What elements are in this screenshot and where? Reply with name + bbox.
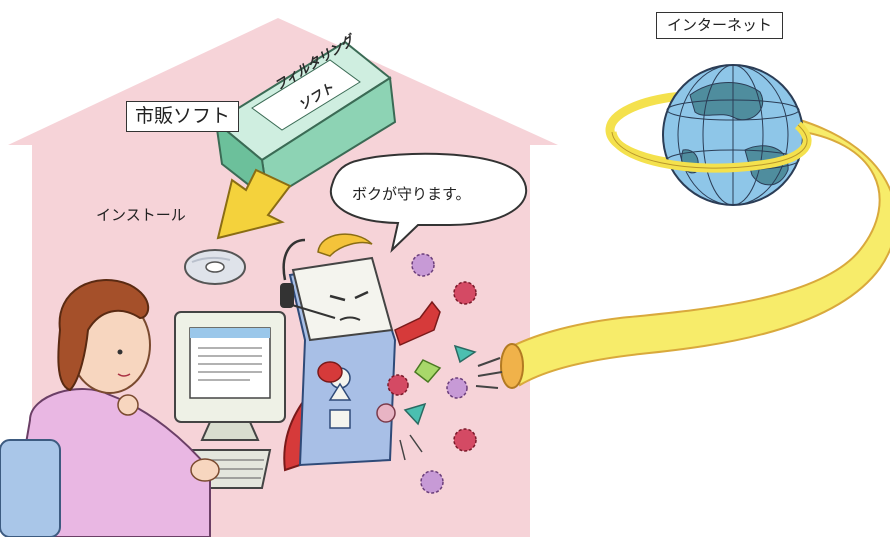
virus-icon bbox=[387, 374, 409, 396]
commercial-software-label: 市販ソフト bbox=[126, 101, 240, 132]
virus-icon bbox=[453, 428, 477, 452]
virus-icon bbox=[453, 281, 477, 305]
virus-icons bbox=[376, 253, 503, 494]
globe-icon bbox=[662, 64, 804, 206]
down-arrow-icon bbox=[216, 168, 292, 240]
speech-text: ボクが守ります。 bbox=[352, 185, 471, 203]
virus-icon bbox=[420, 470, 444, 494]
filter-robot-icon bbox=[280, 233, 441, 472]
internet-label: インターネット bbox=[656, 12, 784, 39]
install-label: インストール bbox=[96, 206, 186, 224]
virus-icon bbox=[411, 253, 435, 277]
cd-icon bbox=[184, 249, 246, 285]
woman-user bbox=[0, 279, 220, 537]
computer-monitor-icon bbox=[174, 311, 286, 441]
speech-bubble bbox=[329, 152, 527, 254]
virus-icon bbox=[446, 377, 468, 399]
cable-opening bbox=[500, 343, 524, 389]
internet-cable bbox=[503, 118, 890, 387]
